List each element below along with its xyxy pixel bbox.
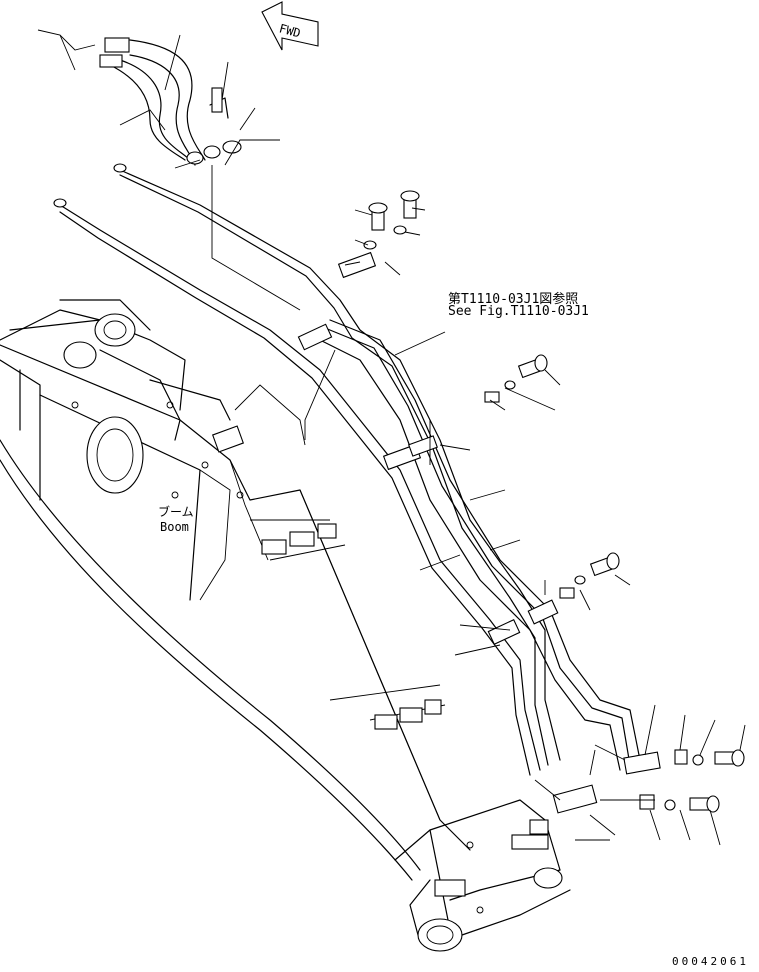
fwd-arrow-icon xyxy=(261,1,319,51)
boom-foot xyxy=(0,299,244,499)
boom-clamp-blocks xyxy=(261,523,549,914)
leader-lines xyxy=(37,29,746,846)
hydraulic-pipes xyxy=(53,163,641,776)
reference-note-en: See Fig.T1110-03J1 xyxy=(448,304,589,319)
bolts-and-washers xyxy=(363,190,745,813)
part-label-jp: ブーム xyxy=(158,505,194,519)
hoses xyxy=(99,37,242,166)
part-label-en: Boom xyxy=(160,520,189,534)
drawing-id: 00042061 xyxy=(672,955,749,968)
reference-note-jp: 第T1110-03J1図参照 xyxy=(448,292,579,307)
